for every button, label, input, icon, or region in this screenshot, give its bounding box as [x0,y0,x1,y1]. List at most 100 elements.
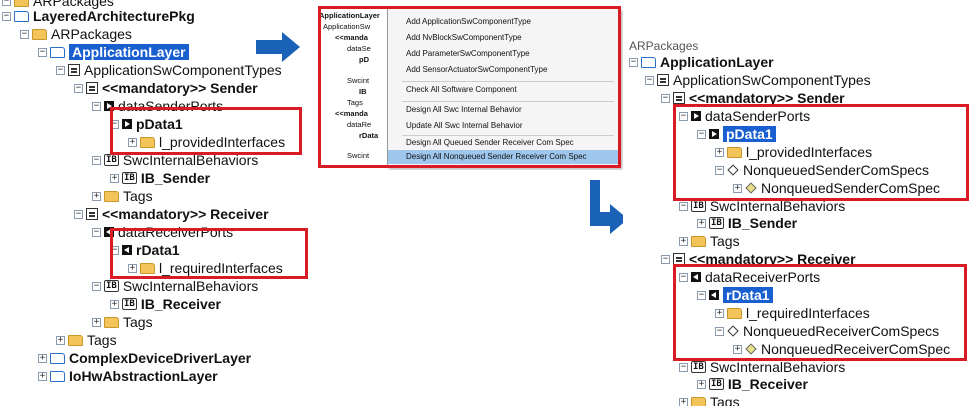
tree-row-tags-2[interactable]: + Tags [92,313,153,331]
tree-row-nonqueued-sender-comspecs[interactable]: − NonqueuedSenderComSpecs [715,161,929,179]
collapse-icon[interactable]: − [679,361,688,372]
expand-icon[interactable]: + [92,190,101,201]
menu-item-design-nonqueued-comspec[interactable]: Design All Nonqueued Sender Receiver Com… [388,150,620,164]
tree-row-ib-receiver[interactable]: + IB IB_Receiver [697,375,808,393]
collapse-icon[interactable]: − [661,253,670,264]
collapse-icon[interactable]: − [92,154,101,165]
collapse-icon[interactable]: − [679,271,688,282]
tree-label: SwcInternalBehaviors [122,278,259,294]
tree-row-nonqueued-sender-comspec[interactable]: + NonqueuedSenderComSpec [733,179,940,197]
tree-row-arpackages-root[interactable]: − ARPackages [2,0,114,10]
expand-icon[interactable]: + [110,298,119,309]
expand-icon[interactable]: + [679,235,688,246]
tree-row-required-interfaces[interactable]: + l_requiredInterfaces [128,259,283,277]
collapse-icon[interactable]: − [74,208,83,219]
menu-item-add-nvblock-swc[interactable]: Add NvBlockSwComponentType [406,33,522,42]
collapse-icon[interactable]: − [697,289,706,300]
mini-tree-item: Tags [347,98,363,107]
expand-icon[interactable]: + [733,182,742,193]
expand-icon[interactable]: + [110,172,119,183]
tree-row-rdata1[interactable]: − rData1 [697,286,773,304]
tree-row-tags[interactable]: + Tags [92,187,153,205]
tree-row-rdata1[interactable]: − rData1 [110,241,180,259]
tree-row-application-layer[interactable]: − ApplicationLayer [38,43,189,61]
collapse-icon[interactable]: − [92,280,101,291]
tree-row-pdata1[interactable]: − pData1 [110,115,183,133]
tree-row-tags-3[interactable]: + Tags [56,331,117,349]
menu-item-add-sensor-actuator-swc[interactable]: Add SensorActuatorSwComponentType [406,65,548,74]
expand-icon[interactable]: + [697,217,706,228]
expand-icon[interactable]: + [128,262,137,273]
tree-label: LayeredArchitecturePkg [33,8,195,24]
expand-icon[interactable]: + [697,378,706,389]
collapse-icon[interactable]: − [92,226,101,237]
tree-row-ib-sender[interactable]: + IB IB_Sender [110,169,210,187]
collapse-icon[interactable]: − [697,128,706,139]
menu-item-add-application-swc[interactable]: Add ApplicationSwComponentType [406,17,531,26]
tree-row-provided-interfaces[interactable]: + l_providedInterfaces [715,143,872,161]
tree-row-swc-internal-behaviors[interactable]: − IB SwcInternalBehaviors [92,151,258,169]
collapse-icon[interactable]: − [679,200,688,211]
expand-icon[interactable]: + [679,396,688,406]
tree-row-data-receiver-ports[interactable]: − dataReceiverPorts [679,268,820,286]
collapse-icon[interactable]: − [74,82,83,93]
expand-icon[interactable]: + [56,334,65,345]
collapse-icon[interactable]: − [661,92,670,103]
expand-icon[interactable]: + [128,136,137,147]
collapse-icon[interactable]: − [629,56,638,67]
tree-row-ib-receiver[interactable]: + IB IB_Receiver [110,295,221,313]
mini-tree-item: ApplicationLayer [319,11,380,20]
collapse-icon[interactable]: − [38,46,47,57]
tree-row-receiver[interactable]: − <<mandatory>> Receiver [74,205,269,223]
collapse-icon[interactable]: − [645,74,654,85]
tree-row-application-layer[interactable]: − ApplicationLayer [629,53,774,71]
tree-row-required-interfaces[interactable]: + l_requiredInterfaces [715,304,870,322]
menu-item-add-parameter-swc[interactable]: Add ParameterSwComponentType [406,49,530,58]
tree-row-sender[interactable]: − <<mandatory>> Sender [661,89,845,107]
tree-row-nonqueued-receiver-comspec[interactable]: + NonqueuedReceiverComSpec [733,340,950,358]
expand-icon[interactable]: + [92,316,101,327]
expand-icon[interactable]: + [715,146,724,157]
tree-row-arpackages[interactable]: − ARPackages [20,25,132,43]
menu-item-update-all-ib[interactable]: Update All Swc Internal Behavior [406,121,523,130]
collapse-icon[interactable]: − [56,64,65,75]
collapse-icon[interactable]: − [715,325,724,336]
tree-row-data-sender-ports[interactable]: − dataSenderPorts [92,97,223,115]
tree-row-nonqueued-receiver-comspecs[interactable]: − NonqueuedReceiverComSpecs [715,322,939,340]
tree-row-cdd-layer[interactable]: + ComplexDeviceDriverLayer [38,349,251,367]
expand-icon[interactable]: + [38,352,47,363]
mini-tree-item: <<manda [335,33,368,42]
tree-row-pdata1[interactable]: − pData1 [697,125,776,143]
collapse-icon[interactable]: − [2,10,11,21]
tree-row-tags-2[interactable]: + Tags [679,393,740,406]
tree-row-tags[interactable]: + Tags [679,232,740,250]
tree-row-swc-types[interactable]: − ApplicationSwComponentTypes [56,61,282,79]
tree-label: dataSenderPorts [705,108,811,124]
tree-row-swc-internal-behaviors[interactable]: − IB SwcInternalBehaviors [679,197,845,215]
collapse-icon[interactable]: − [92,100,101,111]
expand-icon[interactable]: + [38,370,47,381]
menu-item-check-all-swc[interactable]: Check All Software Component [406,85,517,94]
collapse-icon[interactable]: − [679,110,688,121]
menu-item-design-queued-comspec[interactable]: Design All Queued Sender Receiver Com Sp… [406,138,574,147]
tree-row-swc-internal-behaviors-2[interactable]: − IB SwcInternalBehaviors [679,358,845,376]
collapse-icon[interactable]: − [20,28,29,39]
tree-row-swc-types[interactable]: − ApplicationSwComponentTypes [645,71,871,89]
menu-item-design-all-ib[interactable]: Design All Swc Internal Behavior [406,105,522,114]
expand-icon[interactable]: + [715,307,724,318]
tree-label: ApplicationSwComponentTypes [673,72,871,88]
tree-row-swc-internal-behaviors-2[interactable]: − IB SwcInternalBehaviors [92,277,258,295]
expand-icon[interactable]: + [733,343,742,354]
tree-row-arpackages[interactable]: ARPackages [629,37,698,55]
tree-row-provided-interfaces[interactable]: + l_providedInterfaces [128,133,285,151]
collapse-icon[interactable]: − [715,164,724,175]
tree-row-data-sender-ports[interactable]: − dataSenderPorts [679,107,810,125]
tree-row-iohw-layer[interactable]: + IoHwAbstractionLayer [38,367,218,385]
tree-row-layered-pkg[interactable]: − LayeredArchitecturePkg [2,7,195,25]
collapse-icon[interactable]: − [2,0,11,6]
folder-icon [104,190,119,202]
tree-row-sender[interactable]: − <<mandatory>> Sender [74,79,258,97]
tree-row-ib-sender[interactable]: + IB IB_Sender [697,214,797,232]
port-icon [691,272,701,282]
folder-icon [14,0,29,7]
